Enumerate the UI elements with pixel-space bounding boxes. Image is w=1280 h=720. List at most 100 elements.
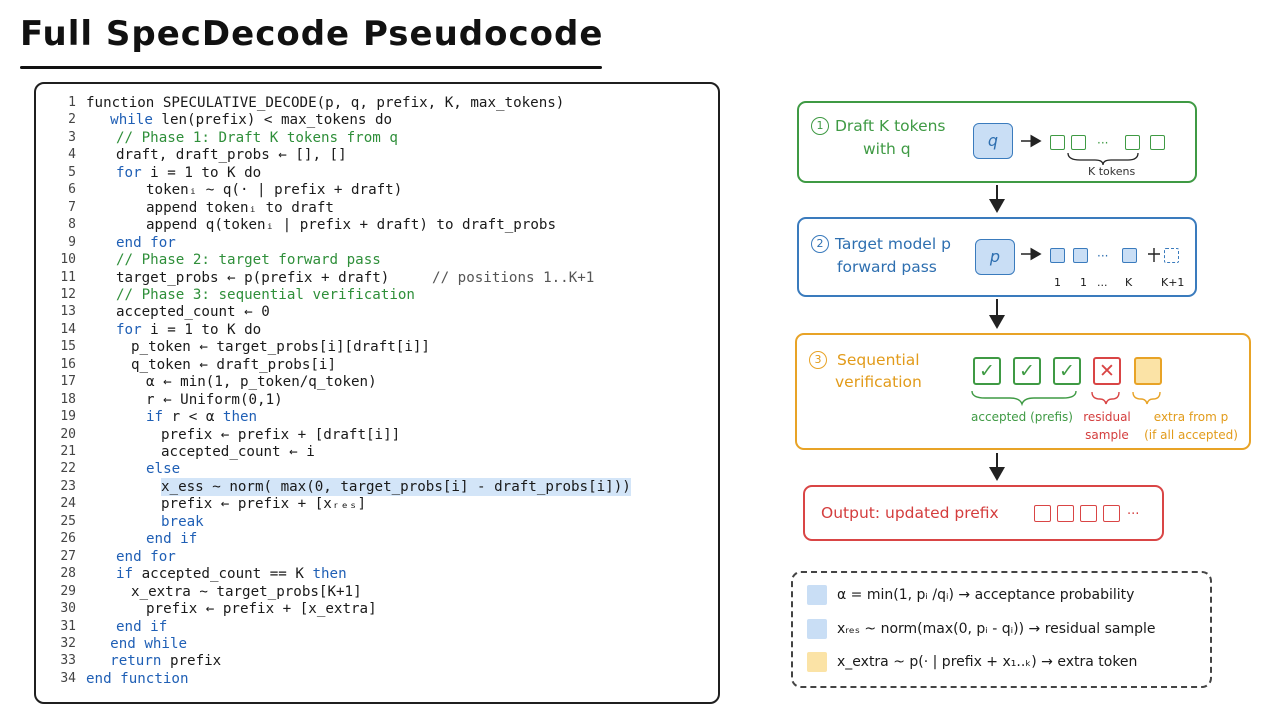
code-token: end for [116,234,176,251]
code-text: x_extra ~ target_probs[K+1] [131,583,362,601]
step-number: 2 [811,235,829,253]
token-square [1071,135,1086,150]
code-line: 13 accepted_count ← 0 [36,303,716,321]
line-number: 16 [60,356,76,372]
token-square [1073,248,1088,263]
line-number: 19 [60,409,76,425]
line-number: 34 [60,670,76,686]
code-token: then [222,409,258,426]
code-token: append tokenᵢ to draft [146,199,334,216]
token-square [1103,505,1120,522]
code-text: while len(prefix) < max_tokens do [110,111,392,129]
line-number: 14 [60,321,76,337]
line-number: 20 [60,426,76,442]
ellipsis: ··· [1097,249,1109,263]
code-token: if [116,566,134,583]
draft-model-box: q [973,123,1013,159]
code-token: if [146,409,164,426]
step-title: Draft K tokens [835,117,946,135]
line-number: 17 [60,374,76,390]
code-text: // Phase 3: sequential verification [116,286,415,304]
ellipsis: ··· [1097,136,1109,150]
code-text: end while [110,635,187,653]
code-token: q_token ← draft_probs[i] [131,356,336,373]
position-label: ... [1097,276,1108,289]
code-text: prefix ← prefix + [xᵣₑₛ] [161,495,366,513]
step-draft-panel: 1 Draft K tokens with q q ··· K tokens [797,101,1197,183]
code-token: prefix ← prefix + [draft[i]] [161,426,401,443]
legend-item: xᵣₑₛ ~ norm(max(0, pᵢ - qᵢ)) → residual … [837,621,1156,637]
token-square [1122,248,1137,263]
line-number: 24 [60,496,76,512]
code-token: else [146,461,181,478]
line-number: 30 [60,601,76,617]
code-text: return prefix [110,652,221,670]
ellipsis: ··· [1127,507,1140,522]
code-token: // Phase 2: target forward pass [116,252,381,269]
line-number: 7 [68,199,76,215]
code-token: append q(tokenᵢ | prefix + draft) to dra… [146,217,557,234]
line-number: 6 [68,182,76,198]
extra-label: extra from p [1153,410,1229,424]
line-number: 1 [68,95,76,110]
token-square [1050,248,1065,263]
legend-panel [791,571,1212,688]
code-text: p_token ← target_probs[i][draft[i]] [131,338,430,356]
code-text: target_probs ← p(prefix + draft) // posi… [116,269,594,287]
output-panel: Output: updated prefix ··· [803,485,1164,541]
legend-item: x_extra ~ p(· | prefix + x₁..ₖ) → extra … [837,654,1138,670]
code-token: end function [86,670,189,687]
legend-swatch [807,652,827,672]
step-subtitle: with q [863,140,911,158]
code-line: 10// Phase 2: target forward pass [36,251,716,269]
line-number: 8 [68,217,76,233]
code-token: prefix ← prefix + [xᵣₑₛ] [161,496,367,513]
accepted-brace [971,390,1077,407]
code-token: end for [116,548,176,565]
code-token: x_ess ~ norm( max(0, target_probs[i] - d… [161,478,631,495]
code-text: for i = 1 to K do [116,321,261,339]
step-title: Target model p [835,235,951,253]
output-label: Output: updated prefix [821,504,999,522]
code-text: for i = 1 to K do [116,164,261,182]
line-number: 21 [60,444,76,459]
token-square [1057,505,1074,522]
code-token: α ← min(1, p_token/q_token) [146,374,377,391]
extra-token-square [1164,248,1179,263]
code-text: // Phase 2: target forward pass [116,251,381,269]
line-number: 27 [60,548,76,564]
code-token: accepted_count ← 0 [116,304,270,321]
code-text: // Phase 1: Draft K tokens from q [116,129,398,147]
page-title: Full SpecDecode Pseudocode [20,14,604,54]
code-token: accepted_count ← i [161,444,315,460]
code-line: 30 prefix ← prefix + [x_extra] [36,600,716,618]
code-token: draft, draft_probs ← [], [] [116,147,347,164]
line-number: 5 [68,164,76,180]
legend-item: α = min(1, pᵢ /qᵢ) → acceptance probabil… [837,587,1135,603]
code-text: draft, draft_probs ← [], [] [116,146,347,164]
code-line: 34 end function [36,670,716,688]
code-token: prefix ← prefix + [x_extra] [146,601,377,618]
code-token: i = 1 to K do [141,164,262,181]
line-number: 31 [60,618,76,634]
code-line: 20 prefix ← prefix + [draft[i]] [36,426,716,444]
code-line: 14 for i = 1 to K do [36,321,716,339]
accepted-check-icon: ✓ [1053,357,1081,385]
line-number: 3 [68,129,76,145]
code-token: target_probs ← p(prefix + draft) [116,269,433,286]
line-number: 28 [60,566,76,582]
line-number: 11 [60,269,76,285]
legend-swatch [807,619,827,639]
line-number: 13 [60,304,76,320]
k-tokens-caption: K tokens [1088,165,1136,178]
line-number: 29 [60,583,76,599]
